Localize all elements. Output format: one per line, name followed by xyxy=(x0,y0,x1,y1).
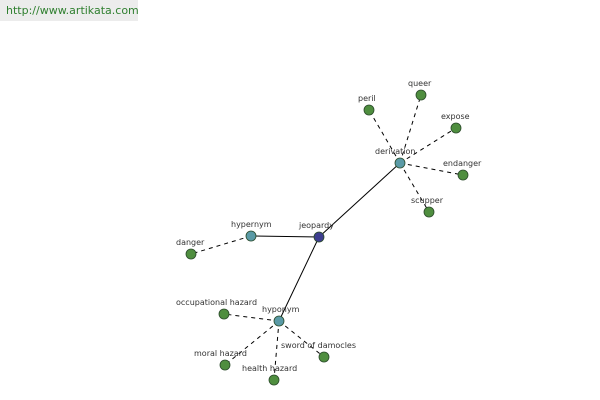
edge-hyponym-health-hazard xyxy=(273,320,280,381)
relation-label-hypernym: hypernym xyxy=(231,220,272,229)
edge-derivation-queer xyxy=(399,94,422,164)
root-label-jeopardy: jeopardy xyxy=(298,221,334,230)
edge-derivation-expose xyxy=(399,127,457,164)
term-node-endanger[interactable] xyxy=(457,169,469,181)
term-node-danger[interactable] xyxy=(185,248,197,260)
term-label-scupper: scupper xyxy=(411,196,444,205)
edge-hypernym-danger xyxy=(190,235,252,255)
term-label-endanger: endanger xyxy=(443,159,482,168)
term-node-health-hazard[interactable] xyxy=(268,374,280,386)
root-node-jeopardy[interactable] xyxy=(313,231,325,243)
term-node-moral-hazard[interactable] xyxy=(219,359,231,371)
nodes-layer xyxy=(185,89,469,386)
term-label-peril: peril xyxy=(358,94,376,103)
term-label-occupational-hazard: occupational hazard xyxy=(176,298,257,307)
term-label-sword-of-damocles: sword of damocles xyxy=(281,341,356,350)
term-label-danger: danger xyxy=(176,238,205,247)
relation-label-hyponym: hyponym xyxy=(262,305,300,314)
edge-derivation-scupper xyxy=(399,162,430,213)
edge-hyponym-occupational-hazard xyxy=(223,313,280,322)
relation-label-derivation: derivation xyxy=(375,147,415,156)
term-label-health-hazard: health hazard xyxy=(242,364,297,373)
term-node-scupper[interactable] xyxy=(423,206,435,218)
relation-node-hypernym[interactable] xyxy=(245,230,257,242)
term-node-sword-of-damocles[interactable] xyxy=(318,351,330,363)
edge-jeopardy-derivation xyxy=(318,162,401,238)
term-node-peril[interactable] xyxy=(363,104,375,116)
edges-layer xyxy=(190,94,464,381)
relation-node-derivation[interactable] xyxy=(394,157,406,169)
term-node-queer[interactable] xyxy=(415,89,427,101)
edge-hyponym-sword-of-damocles xyxy=(278,320,325,358)
term-node-occupational-hazard[interactable] xyxy=(218,308,230,320)
edge-derivation-endanger xyxy=(399,162,464,176)
edge-jeopardy-hypernym xyxy=(250,235,320,238)
labels-layer: peril queer expose endanger scupper derivatio… xyxy=(176,79,482,373)
site-url-link[interactable]: http://www.artikata.com xyxy=(0,0,139,21)
edge-jeopardy-hyponym xyxy=(278,236,320,322)
term-node-expose[interactable] xyxy=(450,122,462,134)
term-label-queer: queer xyxy=(408,79,432,88)
term-label-expose: expose xyxy=(441,112,470,121)
edge-derivation-peril xyxy=(368,109,401,164)
relation-node-hyponym[interactable] xyxy=(273,315,285,327)
term-label-moral-hazard: moral hazard xyxy=(194,349,247,358)
edge-hyponym-moral-hazard xyxy=(224,320,280,366)
